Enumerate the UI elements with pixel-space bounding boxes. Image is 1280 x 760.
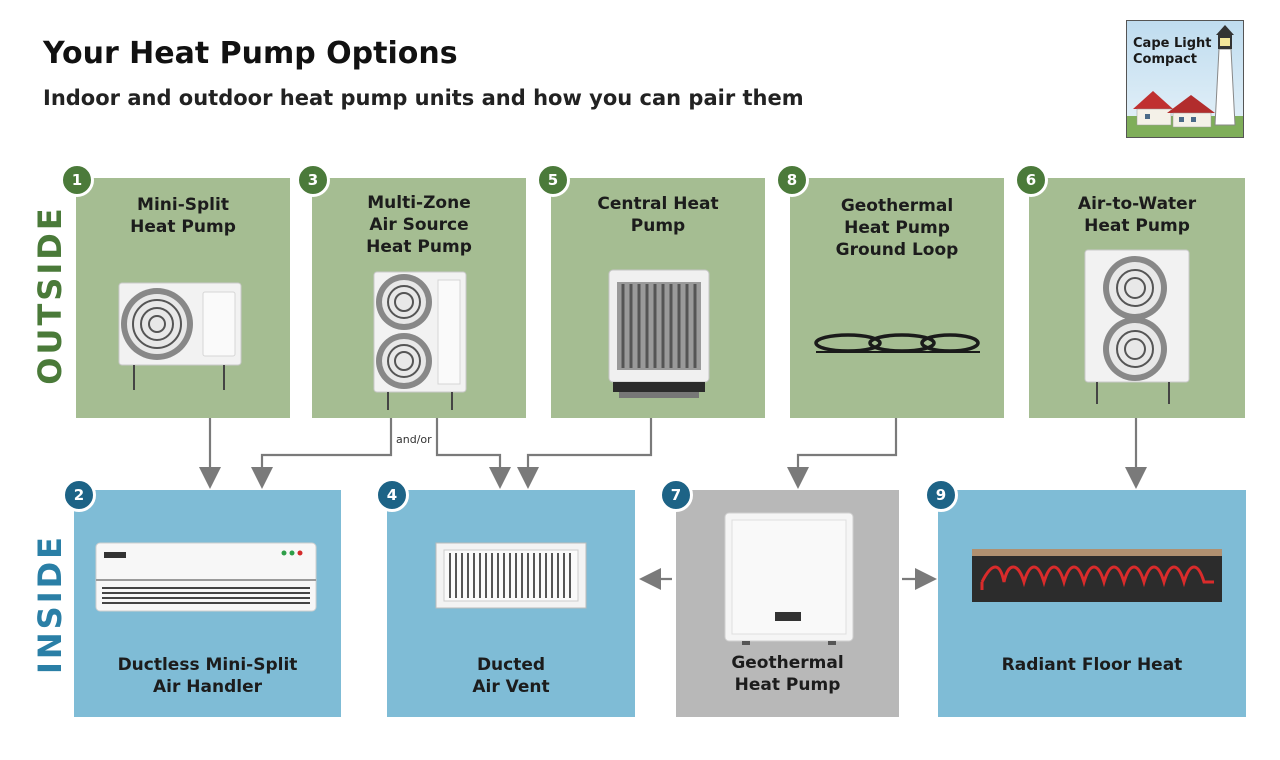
card-mini-split-heat-pump: Mini-Split Heat Pump	[76, 178, 290, 418]
ground-loop-icon	[814, 333, 980, 353]
card-label: Ductless Mini-Split Air Handler	[117, 655, 298, 697]
badge-6: 6	[1014, 163, 1048, 197]
air-to-water-unit-icon	[1084, 249, 1190, 404]
central-heat-pump-icon	[608, 269, 710, 398]
card-central-heat-pump: Central Heat Pump	[551, 178, 765, 418]
card-ductless-air-handler: Ductless Mini-Split Air Handler	[74, 490, 341, 717]
page-title: Your Heat Pump Options	[43, 36, 458, 71]
card-label: Geothermal Heat Pump	[731, 653, 844, 695]
card-ducted-air-vent: Ducted Air Vent	[387, 490, 635, 717]
radiant-floor-icon	[972, 549, 1222, 602]
page-subtitle: Indoor and outdoor heat pump units and h…	[43, 86, 804, 110]
card-label: Central Heat Pump	[597, 194, 719, 236]
card-label: Multi-Zone Air Source Heat Pump	[366, 193, 472, 257]
badge-9: 9	[924, 478, 958, 512]
cape-light-compact-logo: Cape Light Compact	[1126, 20, 1244, 138]
card-multi-zone-heat-pump: Multi-Zone Air Source Heat Pump	[312, 178, 526, 418]
geothermal-cabinet-icon	[724, 512, 854, 645]
lighthouse-icon	[1127, 25, 1243, 137]
badge-2: 2	[62, 478, 96, 512]
card-label: Mini-Split Heat Pump	[130, 195, 236, 237]
wall-air-handler-icon	[95, 542, 317, 612]
card-label: Geothermal Heat Pump Ground Loop	[835, 196, 959, 260]
card-label: Radiant Floor Heat	[1001, 655, 1183, 675]
badge-3: 3	[296, 163, 330, 197]
and-or-note: and/or	[396, 433, 432, 446]
card-geothermal-heat-pump: Geothermal Heat Pump	[676, 490, 899, 717]
badge-1: 1	[60, 163, 94, 197]
logo-text: Cape Light Compact	[1133, 36, 1212, 67]
card-label: Air-to-Water Heat Pump	[1077, 194, 1197, 236]
badge-4: 4	[375, 478, 409, 512]
card-air-to-water-heat-pump: Air-to-Water Heat Pump	[1029, 178, 1245, 418]
card-label: Ducted Air Vent	[472, 655, 550, 697]
badge-7: 7	[659, 478, 693, 512]
air-vent-icon	[435, 542, 587, 609]
multi-zone-unit-icon	[373, 271, 467, 410]
badge-5: 5	[536, 163, 570, 197]
card-radiant-floor-heat: Radiant Floor Heat	[938, 490, 1246, 717]
mini-split-unit-icon	[118, 282, 242, 390]
card-geothermal-ground-loop: Geothermal Heat Pump Ground Loop	[790, 178, 1004, 418]
badge-8: 8	[775, 163, 809, 197]
